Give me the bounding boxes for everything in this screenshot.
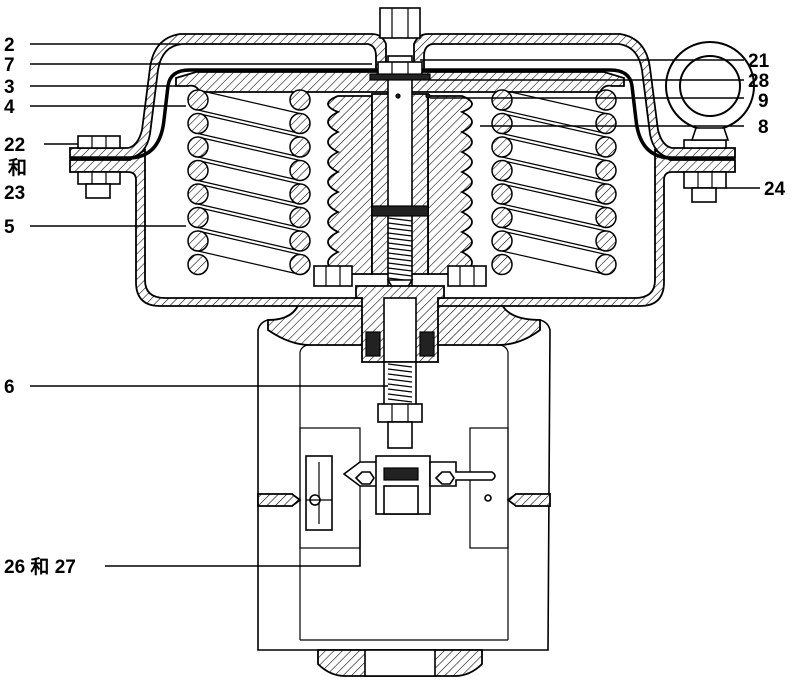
callout-3: 3 [4, 77, 15, 98]
lifting-ring [665, 41, 755, 141]
thread-line [387, 257, 413, 262]
thread-line [387, 252, 413, 257]
callout-21: 21 [748, 51, 770, 72]
spring-coil [289, 253, 311, 276]
spring-wire [501, 183, 607, 229]
callout-he-left: 和 [8, 156, 27, 179]
spring-coil [187, 253, 209, 276]
spring-coil [491, 136, 513, 158]
spring-coil [595, 136, 617, 158]
callout-6: 6 [4, 377, 15, 398]
spring-wire [197, 89, 301, 135]
callout-24: 24 [764, 179, 786, 200]
spring-coil [187, 206, 209, 229]
thread-line [387, 378, 413, 383]
stem-nut-top [369, 7, 431, 99]
thread-line [387, 222, 413, 227]
callout-5: 5 [4, 217, 15, 238]
stem-connector [342, 361, 496, 515]
callout-22: 22 [4, 135, 25, 156]
thread-line [387, 237, 413, 242]
callout-2: 2 [4, 35, 15, 56]
spring-coil [595, 89, 617, 111]
callout-labels: 2 7 3 4 22 和 23 5 6 26 和 27 21 28 9 8 24 [4, 35, 786, 578]
spring-coil [289, 206, 311, 229]
spring-wire [197, 183, 301, 229]
thread-line [387, 267, 413, 272]
spring-coil [491, 89, 513, 111]
spring-left [187, 89, 311, 276]
flange-bolt-left [77, 135, 121, 199]
spring-wire [197, 206, 301, 252]
casing-bolt-heads [313, 265, 487, 287]
spring-coil [491, 230, 513, 252]
spring-right [491, 89, 617, 276]
thread-line [387, 262, 413, 267]
spring-coil [491, 183, 513, 205]
spring-coil [491, 253, 513, 276]
callout-9: 9 [758, 91, 769, 112]
thread-line [387, 363, 413, 368]
spring-coil [289, 136, 311, 158]
spring-coil [187, 159, 209, 182]
callout-26-27: 26 和 27 [4, 555, 76, 578]
spring-coil [187, 89, 209, 111]
spring-coil [595, 112, 617, 135]
spring-coil [289, 89, 311, 111]
spring-coil [595, 183, 617, 205]
spring-wire [197, 159, 301, 205]
spring-wire [197, 136, 301, 182]
callout-8: 8 [758, 117, 769, 138]
spring-wire [501, 89, 607, 135]
spring-wire [501, 230, 607, 276]
spring-coil [187, 183, 209, 205]
spring-coil [187, 136, 209, 158]
spring-wire [501, 136, 607, 182]
spring-coil [289, 230, 311, 252]
spring-wire [501, 159, 607, 205]
spring-coil [289, 183, 311, 205]
thread-line [387, 217, 413, 222]
actuator-stem [386, 55, 414, 307]
spring-wire [197, 112, 301, 158]
thread-line [387, 368, 413, 373]
callout-7: 7 [4, 55, 15, 76]
thread-line [387, 393, 413, 398]
callout-leaders [30, 43, 760, 567]
spring-wire [501, 112, 607, 158]
spring-wire [197, 230, 301, 276]
spring-wire [501, 206, 607, 252]
spring-coil [187, 112, 209, 135]
thread-line [387, 272, 413, 277]
spring-coil [187, 230, 209, 252]
spring-coil [491, 206, 513, 229]
spring-coil [491, 112, 513, 135]
thread-line [387, 388, 413, 393]
spring-coil [491, 159, 513, 182]
thread-line [387, 227, 413, 232]
flange-bolt-right [683, 139, 727, 203]
callout-23: 23 [4, 183, 25, 204]
spring-coil [595, 230, 617, 252]
spring-coil [289, 159, 311, 182]
stem-lock-nut [371, 205, 429, 217]
thread-line [387, 373, 413, 378]
thread-line [387, 242, 413, 247]
spring-coil [595, 206, 617, 229]
thread-line [387, 398, 413, 403]
thread-line [387, 247, 413, 252]
spring-coil [289, 112, 311, 135]
spring-coil [595, 253, 617, 276]
thread-line [387, 383, 413, 388]
stem-bushing [355, 285, 445, 363]
center-spring [327, 95, 473, 275]
callout-4: 4 [4, 97, 15, 118]
lower-casing [69, 148, 736, 307]
spring-coil [595, 159, 617, 182]
callout-28: 28 [748, 71, 769, 92]
thread-line [387, 232, 413, 237]
